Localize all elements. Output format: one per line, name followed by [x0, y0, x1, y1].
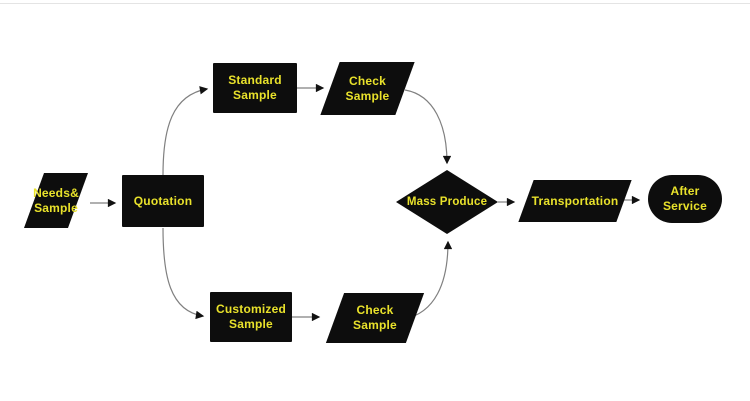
node-label: Check Sample	[345, 73, 390, 103]
edge-checktop-to-massproduce	[404, 89, 452, 165]
node-after-service: After Service	[648, 175, 722, 223]
rectangle-shape	[213, 63, 297, 113]
node-label: After Service	[662, 184, 708, 213]
node-label: Mass Produce	[406, 195, 488, 208]
node-standard-sample: Standard Sample	[213, 63, 297, 113]
stadium-shape	[648, 175, 722, 223]
edge-quotation-to-customized	[162, 227, 205, 320]
page-top-divider	[0, 3, 750, 4]
node-label: Customized Sample	[215, 302, 286, 331]
node-customized-sample: Customized Sample	[210, 292, 292, 342]
node-mass-produce: Mass Produce	[396, 170, 498, 234]
node-transportation: Transportation	[518, 180, 632, 222]
node-needs-sample: Needs& Sample	[23, 173, 89, 228]
node-label: Check Sample	[353, 303, 397, 332]
node-label: Standard Sample	[228, 73, 282, 102]
node-quotation: Quotation	[122, 175, 204, 227]
rectangle-shape	[122, 175, 204, 227]
node-label: Needs& Sample	[33, 185, 79, 215]
node-label: Quotation	[133, 193, 193, 208]
rectangle-shape	[210, 292, 292, 342]
node-check-sample-top: Check Sample	[320, 62, 415, 115]
node-check-sample-bottom: Check Sample	[325, 293, 425, 343]
node-label: Transportation	[531, 193, 619, 208]
edge-quotation-to-standard	[162, 86, 209, 176]
